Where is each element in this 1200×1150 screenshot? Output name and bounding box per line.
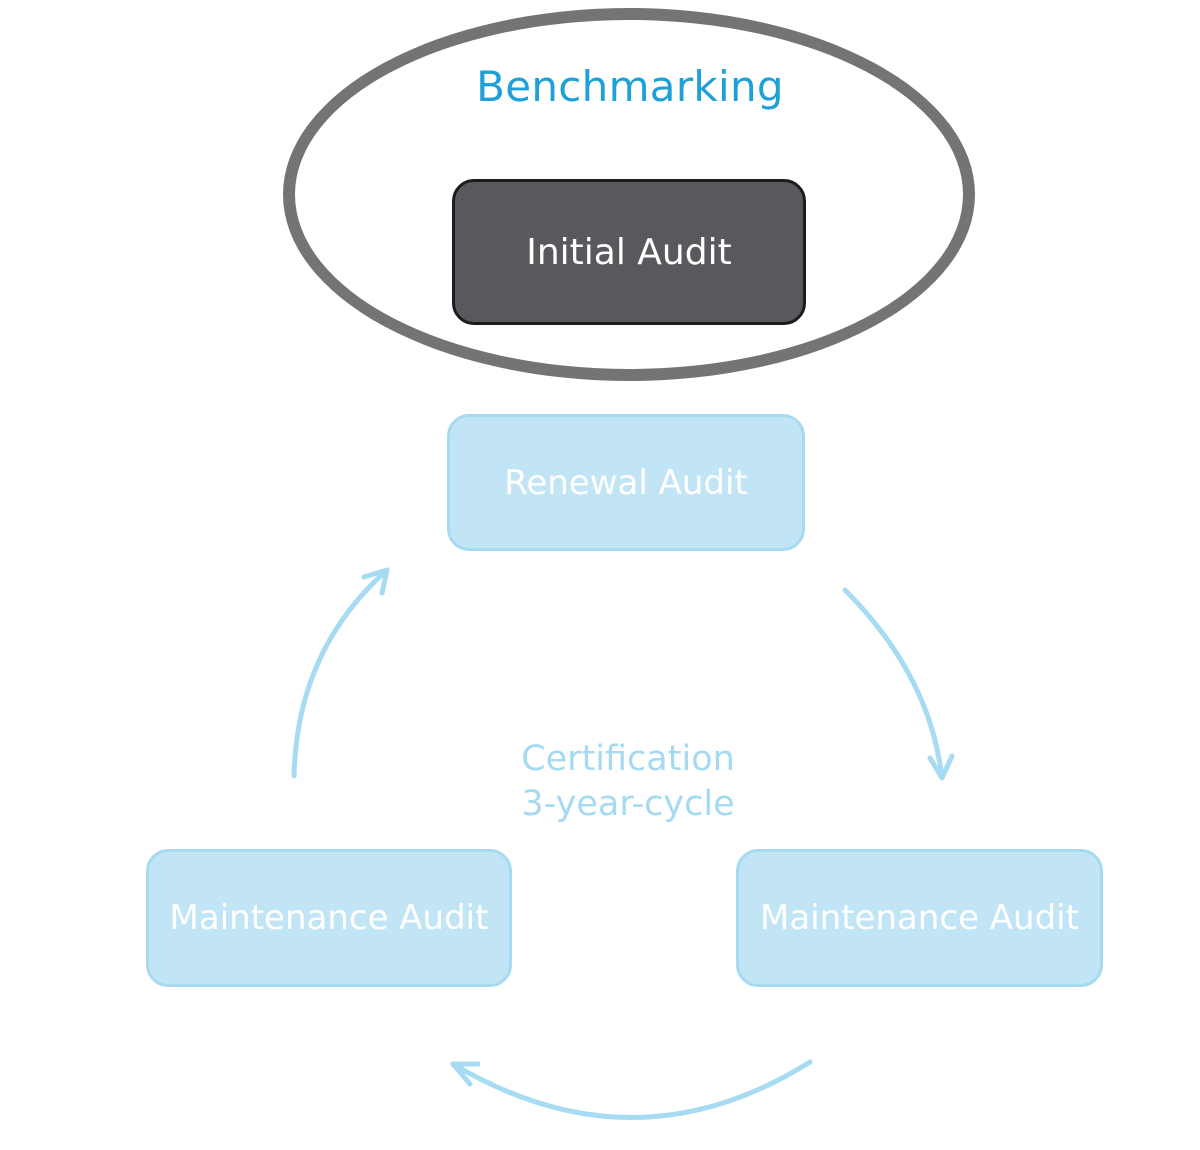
- maintenance-audit-label-left: Maintenance Audit: [169, 898, 489, 938]
- certification-label-line2: 3-year-cycle: [521, 784, 735, 824]
- maintenance-audit-box-left: Maintenance Audit: [146, 849, 512, 987]
- benchmarking-title: Benchmarking: [476, 62, 784, 111]
- arrow-renewal-to-maintenance-right: [842, 587, 955, 781]
- maintenance-audit-label-right: Maintenance Audit: [760, 898, 1079, 938]
- renewal-audit-label: Renewal Audit: [504, 462, 748, 503]
- certification-cycle-label: Certification 3-year-cycle: [428, 737, 828, 827]
- initial-audit-label: Initial Audit: [526, 231, 732, 273]
- arrow-maintenance-left-to-renewal: [291, 567, 390, 779]
- renewal-audit-box: Renewal Audit: [447, 414, 805, 551]
- arrow-maintenance-right-to-left: [450, 1059, 813, 1120]
- maintenance-audit-box-right: Maintenance Audit: [736, 849, 1103, 987]
- certification-label-line1: Certification: [521, 739, 735, 779]
- initial-audit-box: Initial Audit: [452, 179, 806, 325]
